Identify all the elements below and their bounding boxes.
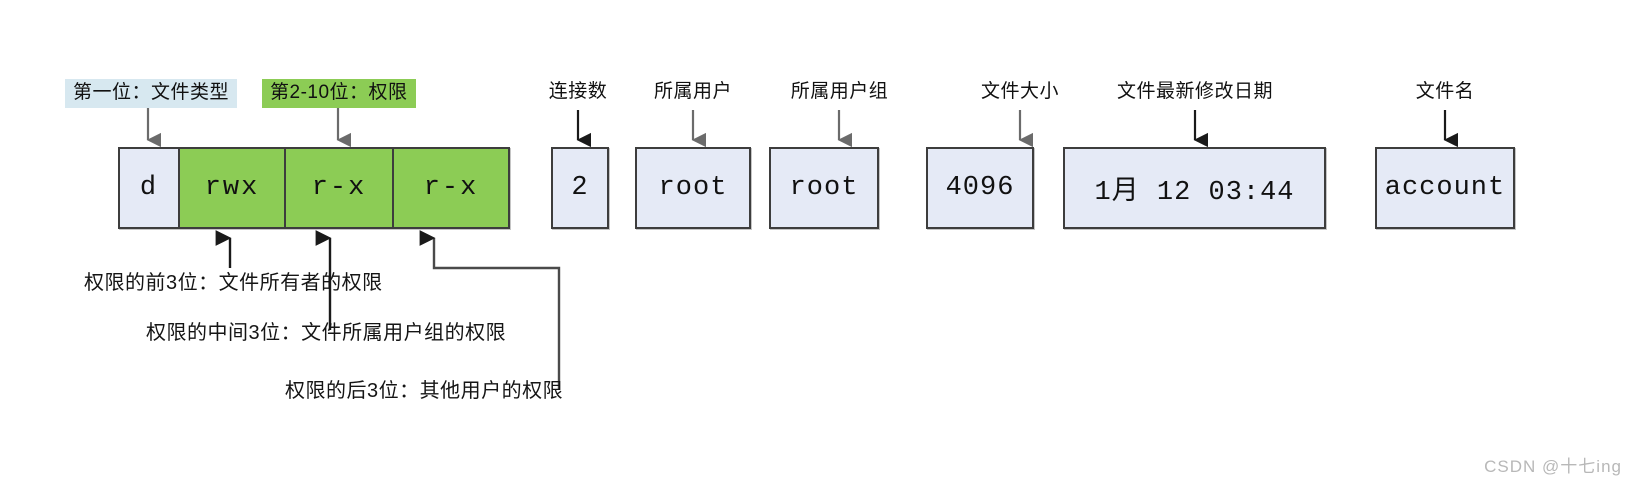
caption-owner-group: 所属用户组: [790, 81, 889, 102]
field-box-modify-date[interactable]: 1月 12 03:44: [1063, 147, 1326, 229]
watermark: CSDN @十七ing: [1484, 457, 1622, 476]
field-box-owner-group[interactable]: root: [769, 147, 879, 229]
caption-owner-user: 所属用户: [653, 81, 732, 102]
field-box-file-size[interactable]: 4096: [926, 147, 1034, 229]
field-box-file-name[interactable]: account: [1375, 147, 1515, 229]
permission-strip: d rwx r-x r-x: [118, 147, 510, 229]
caption-link-count: 连接数: [548, 81, 608, 102]
arrow-note-other: [419, 230, 561, 390]
permission-cell-other[interactable]: r-x: [394, 149, 508, 227]
legend-label-file-type: 第一位：文件类型: [65, 79, 238, 108]
field-box-link-count[interactable]: 2: [551, 147, 609, 229]
note-other-permissions: 权限的后3位：其他用户的权限: [285, 380, 564, 402]
caption-file-name: 文件名: [1415, 81, 1475, 102]
caption-modify-date: 文件最新修改日期: [1116, 81, 1273, 102]
permission-cell-owner[interactable]: rwx: [180, 149, 286, 227]
note-owner-permissions: 权限的前3位：文件所有者的权限: [84, 272, 383, 294]
permission-cell-group[interactable]: r-x: [286, 149, 394, 227]
field-box-owner-user[interactable]: root: [635, 147, 751, 229]
permission-cell-file-type[interactable]: d: [120, 149, 180, 227]
caption-file-size: 文件大小: [980, 81, 1059, 102]
legend-label-permission-bits: 第2-10位：权限: [262, 79, 416, 108]
note-group-permissions: 权限的中间3位：文件所属用户组的权限: [146, 322, 507, 344]
